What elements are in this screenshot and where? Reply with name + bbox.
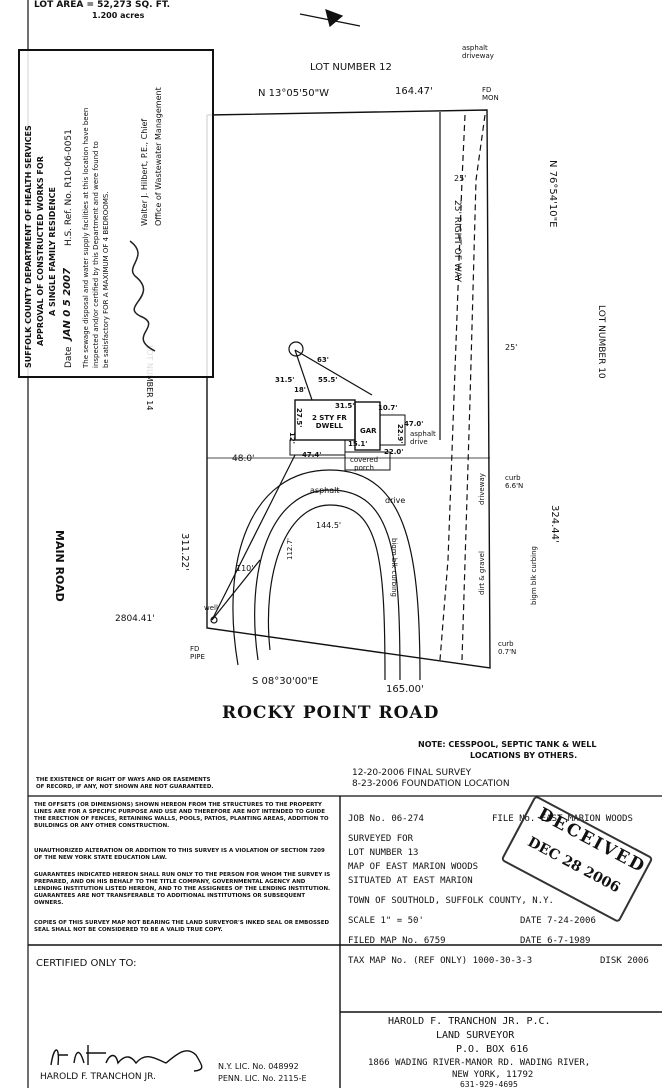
disclaimer-alteration: UNAUTHORIZED ALTERATION OR ADDITION TO T…: [34, 848, 325, 861]
easements-note: THE EXISTENCE OF RIGHT OF WAYS AND OR EA…: [36, 777, 214, 790]
firm-po: P.O. BOX 616: [456, 1044, 529, 1055]
note-line-2: LOCATIONS BY OTHERS.: [470, 751, 578, 760]
garage-label: GAR: [360, 427, 377, 435]
dim-110: 110': [236, 564, 254, 573]
rocky-point-road: ROCKY POINT ROAD: [222, 703, 440, 723]
firm-address-1: 1866 WADING RIVER-MANOR RD. WADING RIVER…: [368, 1058, 591, 1068]
north-distance: 164.47': [395, 86, 433, 97]
dim-63: 63': [317, 356, 329, 364]
town: TOWN OF SOUTHOLD, SUFFOLK COUNTY, N.Y.: [348, 896, 554, 906]
disclaimer-guarantees: GUARANTEES INDICATED HEREON SHALL RUN ON…: [34, 872, 331, 906]
asphalt-drive-arc-1: asphalt: [310, 486, 340, 495]
disclaimer-copies: COPIES OF THIS SURVEY MAP NOT BEARING TH…: [34, 920, 330, 933]
filed-map: FILED MAP No. 6759: [348, 936, 446, 946]
firm-title: LAND SURVEYOR: [436, 1030, 515, 1041]
south-distance: 165.00': [386, 684, 424, 695]
asphalt-drive-arc-2: drive: [385, 496, 406, 505]
dim-144-5: 144.5': [316, 521, 342, 530]
stamp-signature: [129, 240, 156, 352]
lot-13: LOT NUMBER 13: [348, 848, 419, 858]
situated-at: SITUATED AT EAST MARION: [348, 876, 473, 886]
lot-area-acres: 1.200 acres: [92, 11, 145, 20]
lot-area: LOT AREA = 52,273 SQ. FT.: [34, 0, 171, 10]
file-number: FILE No. EAST MARION WOODS: [492, 814, 633, 824]
date-2: DATE 6-7-1989: [520, 936, 591, 946]
dim-31-5b: 31.5': [335, 402, 355, 410]
north-bearing: N 13°05'50"W: [258, 88, 330, 99]
scale: SCALE 1" = 50': [348, 916, 424, 926]
road-distance: 2804.41': [115, 614, 155, 624]
surveyed-for: SURVEYED FOR: [348, 834, 414, 844]
firm-phone: 631-929-4695: [460, 1080, 518, 1089]
dim-47-0: 47.0': [404, 420, 424, 428]
tax-map: TAX MAP No. (REF ONLY) 1000-30-3-3: [348, 956, 533, 966]
job-number: JOB No. 06-274: [348, 814, 424, 824]
dim-47-4: 47.4': [302, 451, 322, 459]
note-line-1: NOTE: CESSPOOL, SEPTIC TANK & WELL: [418, 740, 597, 749]
row-25-top: 25': [454, 174, 467, 183]
dim-15-1: 15.1': [348, 440, 368, 448]
south-bearing: S 08°30'00"E: [252, 676, 319, 687]
surveyor-signature: [50, 1045, 203, 1072]
lot-number-12: LOT NUMBER 12: [310, 62, 392, 73]
final-survey-date: 12-20-2006 FINAL SURVEY: [352, 768, 472, 778]
certified-only-to: CERTIFIED ONLY TO:: [36, 958, 137, 969]
disclaimer-offsets: THE OFFSETS (OR DIMENSIONS) SHOWN HEREON…: [34, 802, 329, 829]
dim-18: 18': [294, 386, 306, 394]
dim-31-5a: 31.5': [275, 376, 295, 384]
foundation-date: 8-23-2006 FOUNDATION LOCATION: [352, 779, 510, 789]
health-approval-stamp: SUFFOLK COUNTY DEPARTMENT OF HEALTH SERV…: [18, 49, 214, 378]
row-25-right: 25': [505, 343, 518, 352]
date-1: DATE 7-24-2006: [520, 916, 596, 926]
dim-48-0: 48.0': [232, 454, 255, 464]
ny-license: N.Y. LIC. No. 048992: [218, 1062, 299, 1071]
firm-address-2: NEW YORK, 11792: [452, 1070, 534, 1080]
disk: DISK 2006: [600, 956, 649, 966]
dim-22-0: 22.0': [384, 448, 404, 456]
penn-license: PENN. LIC. No. 2115-E: [218, 1074, 307, 1083]
surveyor-signature-name: HAROLD F. TRANCHON JR.: [40, 1072, 156, 1082]
dim-10-7: 10.7': [378, 404, 398, 412]
well-label: well: [204, 604, 218, 612]
dim-55-5: 55.5': [318, 376, 338, 384]
map-of: MAP OF EAST MARION WOODS: [348, 862, 479, 872]
firm-name: HAROLD F. TRANCHON JR. P.C.: [388, 1016, 551, 1027]
